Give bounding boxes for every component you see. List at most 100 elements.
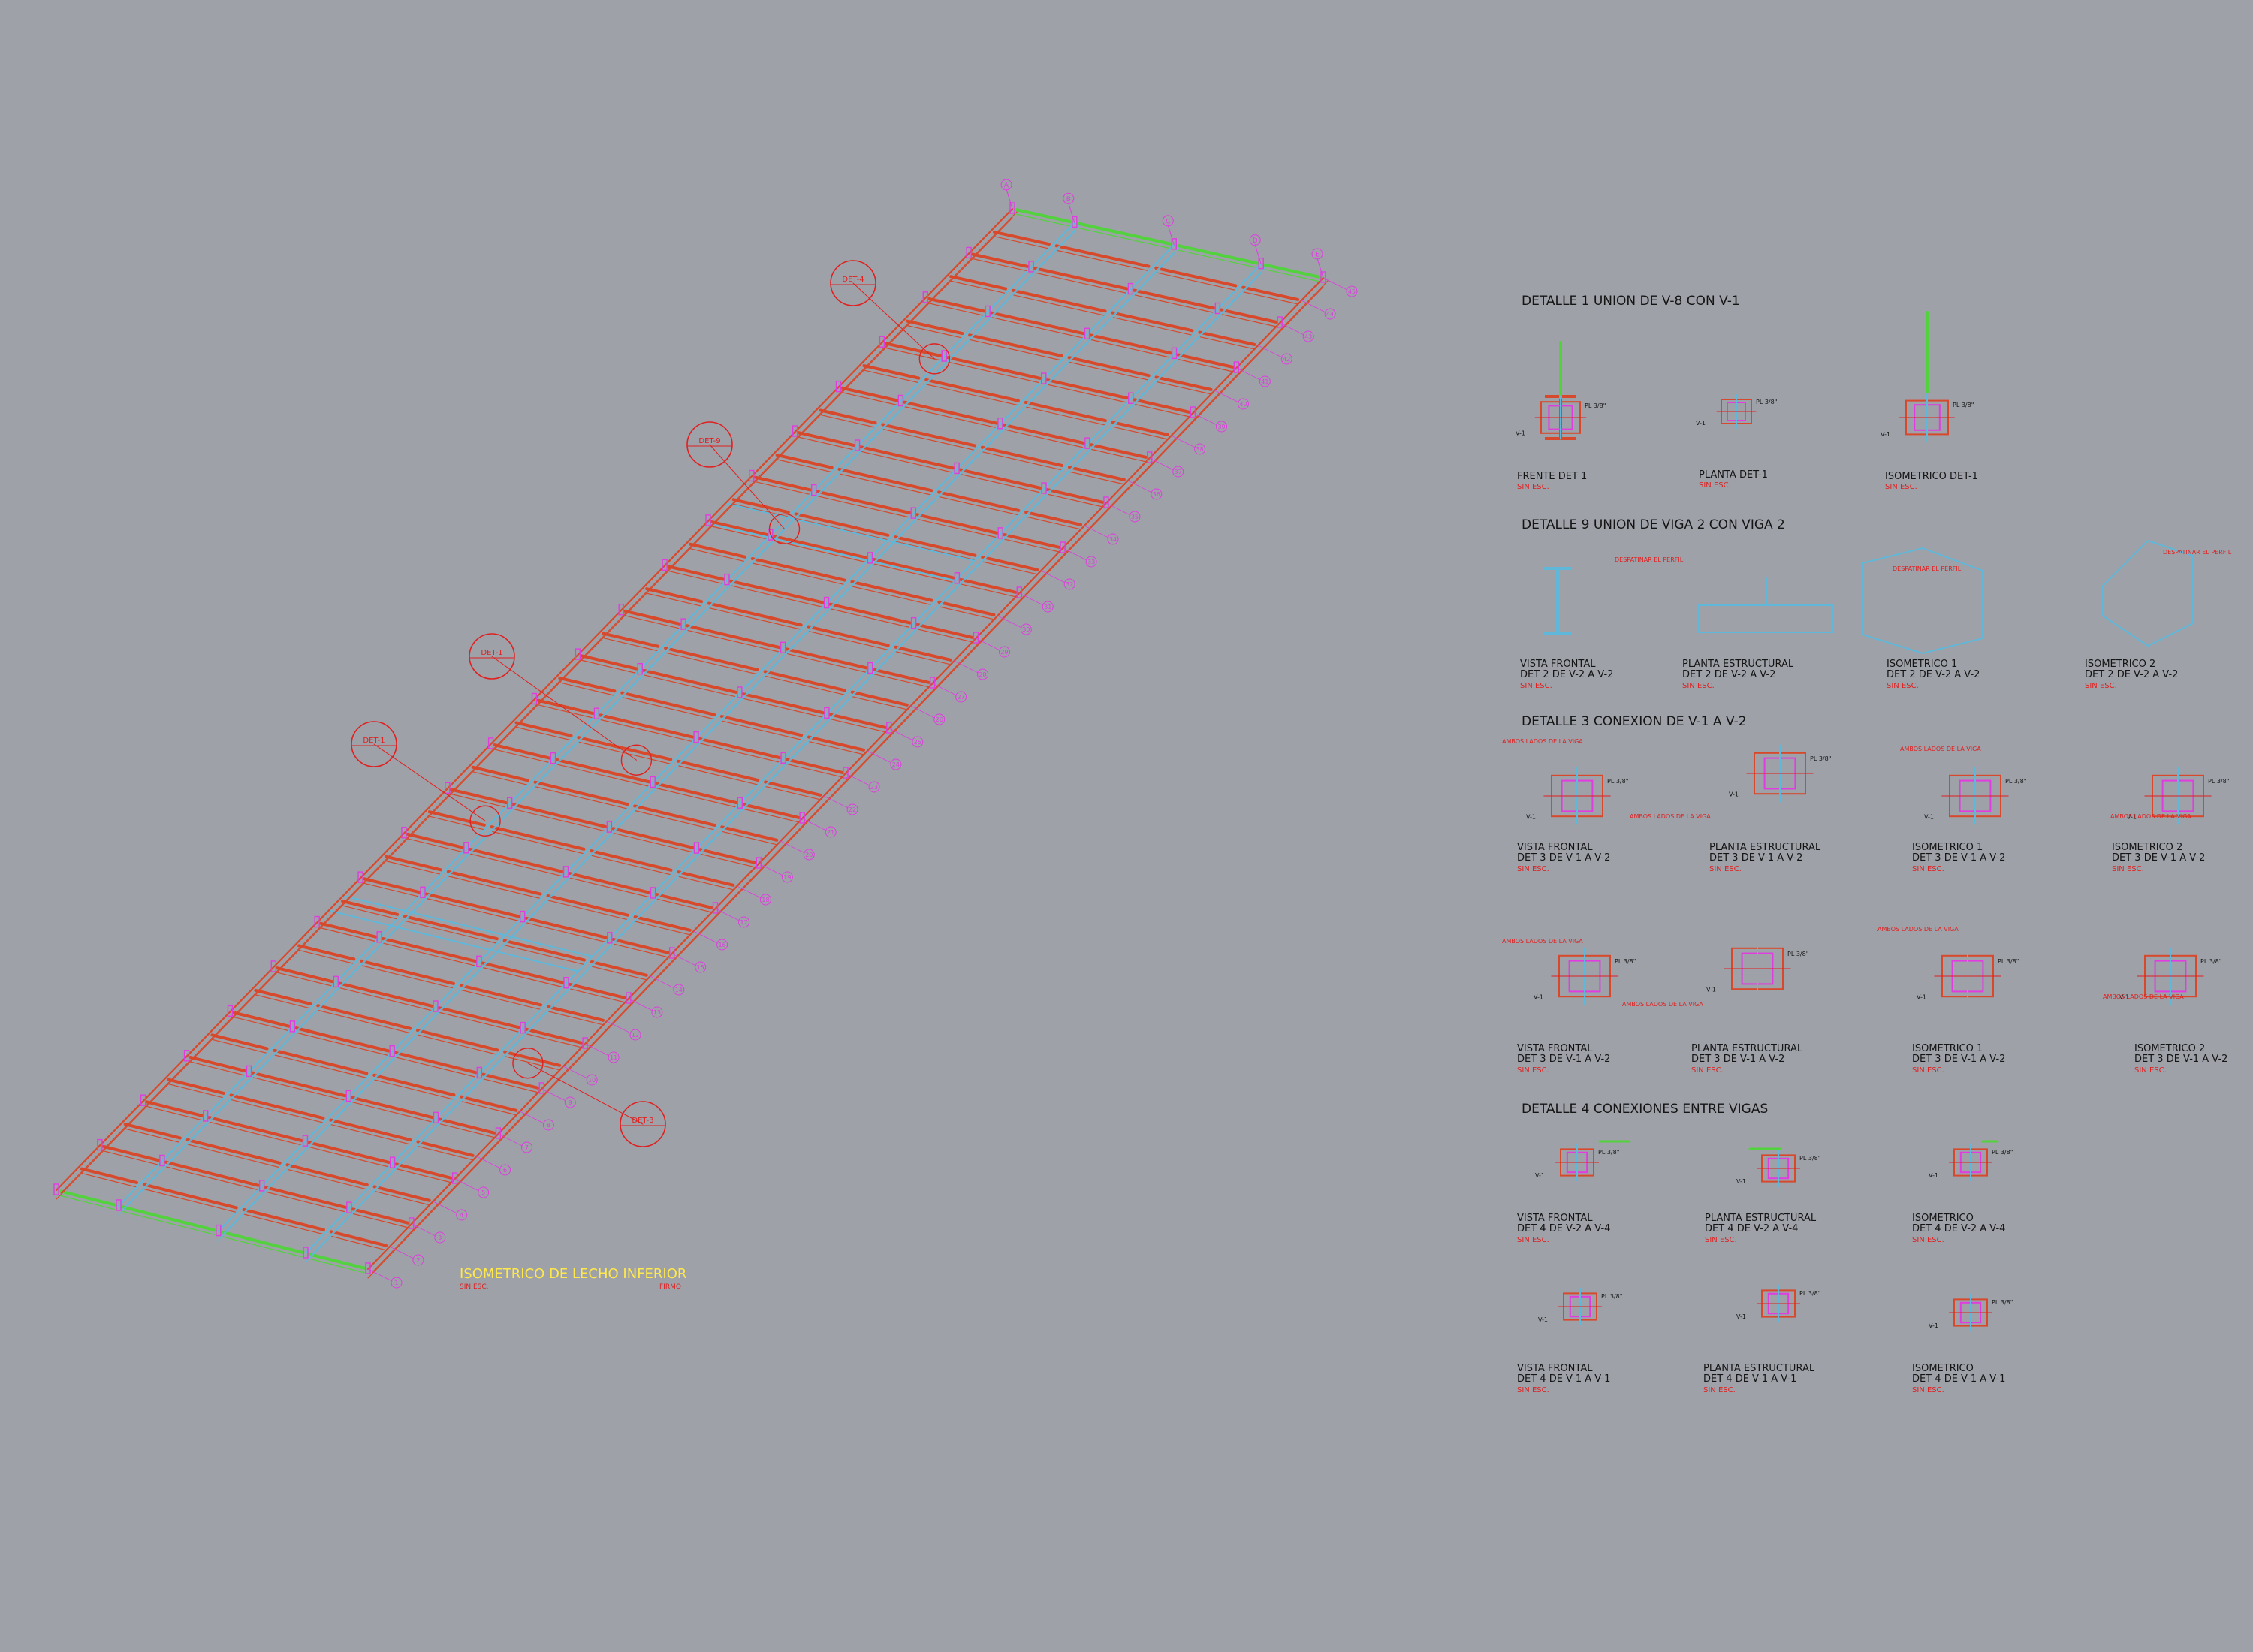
annotation-text: V-1	[1526, 814, 1536, 821]
joist-beam	[772, 535, 868, 559]
connection-plate	[563, 977, 569, 989]
joist-beam	[1011, 288, 1107, 313]
joist-beam	[568, 872, 651, 894]
connection-plate	[1103, 496, 1109, 508]
joist-beam	[794, 512, 890, 537]
girder-beam-edge	[122, 225, 1080, 1210]
det3-view5-label2: DET 3 DE V-1 A V-2	[1517, 1054, 1610, 1065]
connection-plate	[824, 707, 830, 719]
joist-beam	[1111, 311, 1194, 333]
joist-beam-edge	[168, 1084, 225, 1099]
row-leader	[1214, 390, 1239, 403]
connection-plate	[810, 484, 817, 496]
joist-beam	[881, 423, 977, 448]
joist-beam-edge	[165, 1166, 259, 1191]
detail-callout-target	[512, 1048, 544, 1079]
joist-beam	[167, 1078, 225, 1095]
joist-beam	[210, 1033, 269, 1051]
connection-plate	[737, 686, 743, 698]
joist-beam-edge	[795, 517, 888, 541]
row-number: 26	[936, 716, 943, 723]
row-leader	[562, 1066, 588, 1079]
connection-plate	[140, 1094, 146, 1106]
row-leader	[1018, 592, 1044, 606]
row-leader	[1127, 480, 1153, 493]
joist-beam-edge	[752, 562, 846, 586]
row-bubble	[1194, 443, 1206, 455]
row-number: 44	[1326, 311, 1334, 318]
joist-beam	[1176, 243, 1259, 265]
row-number: 20	[805, 852, 813, 858]
det3-view4-label1: ISOMETRICO 2	[2112, 842, 2182, 853]
row-leader	[1084, 525, 1109, 538]
joist-beam-edge	[994, 236, 1050, 249]
joist-beam	[424, 892, 520, 918]
joist-beam-edge	[1134, 403, 1190, 418]
row-bubble	[977, 668, 989, 680]
annotation-text: V-1	[1706, 987, 1716, 993]
joist-beam	[285, 1163, 369, 1186]
joist-beam	[590, 960, 648, 977]
joist-beam	[655, 893, 713, 909]
joist-beam-edge	[938, 606, 994, 620]
connection-plate	[1127, 282, 1134, 295]
det4-view5-label2: DET 4 DE V-1 A V-1	[1703, 1373, 1796, 1385]
row-leader	[650, 975, 675, 989]
connection-plate	[780, 641, 786, 653]
joist-beam-edge	[451, 793, 507, 808]
axis-leader	[1167, 225, 1175, 246]
det3-view1-label2: DET 3 DE V-1 A V-2	[1517, 852, 1610, 864]
joist-beam-edge	[1003, 429, 1084, 448]
joist-beam	[633, 915, 692, 932]
joist-beam-edge	[906, 325, 963, 339]
joist-beam-edge	[295, 1032, 389, 1057]
joist-beam	[775, 453, 834, 469]
joist-beam	[577, 736, 673, 761]
det9-view1-label1: VISTA FRONTAL	[1520, 659, 1596, 670]
connection-plate	[1171, 238, 1177, 250]
row-number: 38	[1196, 446, 1204, 453]
row-leader	[1171, 435, 1196, 448]
det4-view4-label2: DET 4 DE V-1 A V-1	[1517, 1373, 1610, 1385]
joist-beam	[1089, 333, 1172, 355]
joist-beam-edge	[1047, 384, 1128, 403]
joist-beam-edge	[743, 698, 824, 718]
joist-beam	[763, 670, 846, 692]
joist-beam-edge	[231, 1099, 324, 1123]
connection-plate	[463, 842, 469, 854]
joist-beam	[872, 668, 930, 684]
joist-beam-edge	[417, 1145, 474, 1161]
joist-beam-edge	[982, 561, 1038, 575]
det3-view4-label2: DET 3 DE V-1 A V-2	[2112, 852, 2205, 864]
joist-beam	[1002, 423, 1085, 445]
joist-beam	[937, 600, 996, 616]
joist-beam	[319, 921, 378, 939]
joist-beam	[924, 378, 1020, 402]
joist-beam-edge	[429, 815, 485, 831]
connection-plate	[997, 527, 1003, 539]
joist-beam	[533, 780, 629, 806]
row-number: 19	[783, 874, 791, 881]
joist-beam	[416, 1140, 475, 1157]
row-leader	[411, 1223, 436, 1237]
connection-plate	[593, 707, 600, 719]
row-bubble	[1216, 421, 1228, 433]
joist-beam-edge	[513, 808, 606, 832]
row-number: 41	[1261, 378, 1268, 385]
row-leader	[541, 1088, 566, 1102]
joist-beam-edge	[1025, 516, 1081, 530]
row-leader	[954, 660, 979, 674]
connection-plate	[607, 932, 613, 944]
connection-plate	[910, 507, 916, 519]
joist-beam-edge	[721, 831, 777, 846]
joist-beam	[329, 1230, 388, 1247]
row-number: 24	[892, 761, 900, 768]
connection-plate	[346, 1201, 352, 1213]
row-leader	[715, 908, 740, 921]
connection-plate	[637, 662, 643, 675]
row-bubble	[412, 1254, 424, 1266]
joist-beam	[688, 542, 746, 559]
joist-beam	[959, 468, 1042, 490]
row-number: 37	[1175, 469, 1182, 475]
joist-beam	[894, 645, 952, 662]
